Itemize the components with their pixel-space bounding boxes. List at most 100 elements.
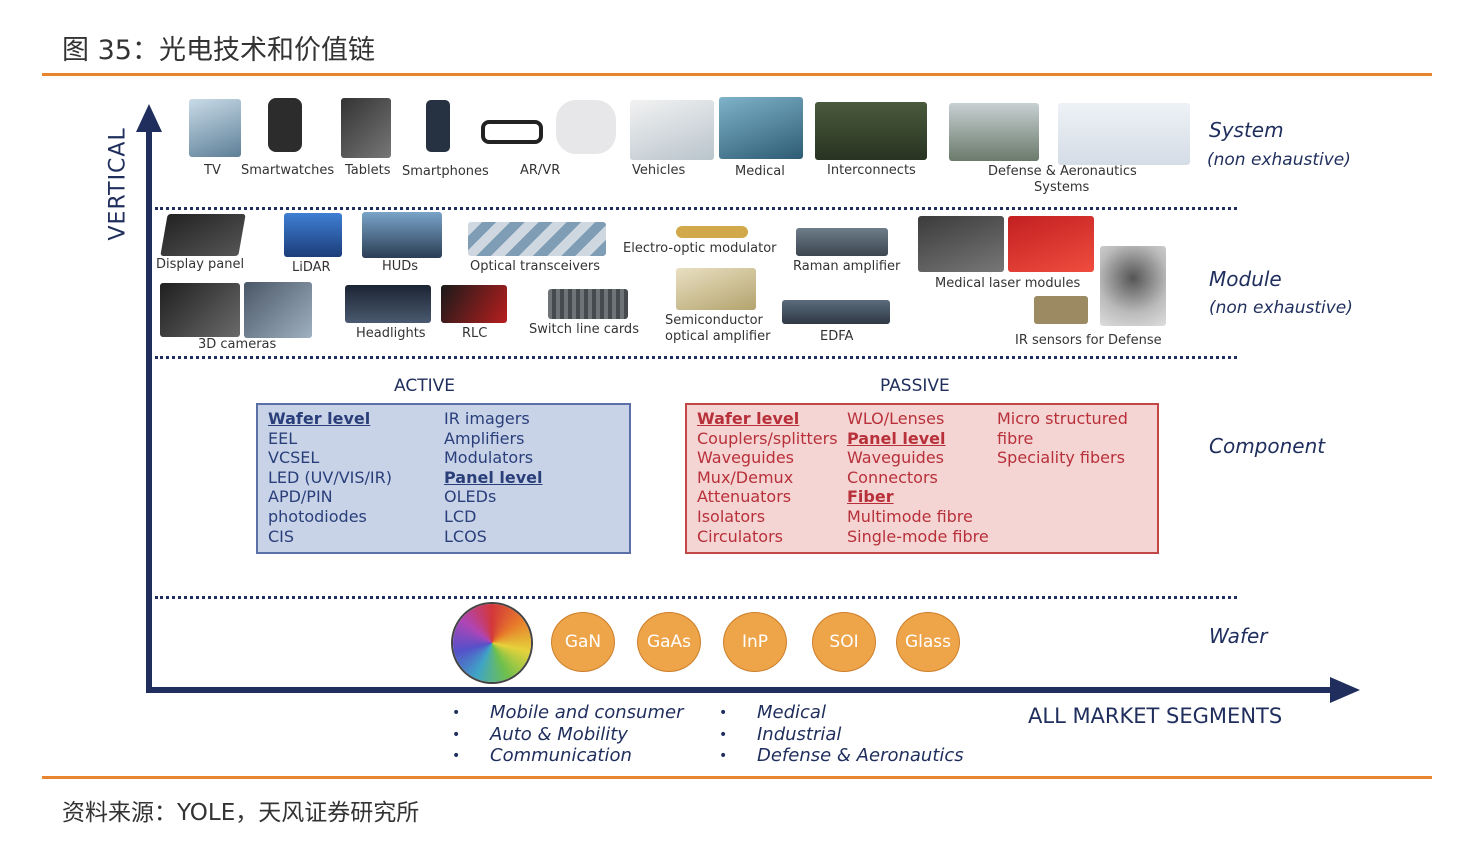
tablet-image <box>341 98 391 158</box>
3d-camera-image-2 <box>244 282 312 338</box>
passive-item: Speciality fibers <box>997 448 1125 468</box>
passive-item: Waveguides <box>847 448 944 468</box>
level-component: Component <box>1209 434 1326 458</box>
medical-image <box>719 97 803 159</box>
active-item: Amplifiers <box>444 428 525 448</box>
optical-transceivers-image <box>468 222 606 256</box>
module-label-semiconductor: Semiconductor <box>665 313 763 328</box>
active-components-box <box>256 403 631 554</box>
module-label-rlc: RLC <box>462 326 488 341</box>
interconnects-image <box>815 102 927 160</box>
passive-item: fibre <box>997 428 1034 448</box>
module-label-huds: HUDs <box>382 259 419 274</box>
aircraft-image <box>1058 103 1190 165</box>
defense-vehicle-image <box>949 103 1039 161</box>
separator-system-module <box>155 207 1237 210</box>
level-module-sub: (non exhaustive) <box>1209 298 1353 318</box>
medical-laser-image-2 <box>1008 216 1094 272</box>
passive-column-1: Wafer level Couplers/splitters Waveguide… <box>697 409 838 546</box>
lidar-image <box>284 213 342 257</box>
level-system: System <box>1209 118 1284 142</box>
active-item: LCD <box>444 506 477 526</box>
module-label-display-panel: Display panel <box>156 257 245 272</box>
passive-item: WLO/Lenses <box>847 409 945 428</box>
semiconductor-optical-amplifier-image <box>676 268 756 310</box>
headlights-image <box>345 285 431 323</box>
vertical-axis-arrow <box>136 104 162 132</box>
horizontal-axis <box>146 687 1336 693</box>
ir-binocular-image <box>1034 296 1088 324</box>
passive-item: Wafer level <box>697 409 800 428</box>
module-label-raman-amplifier: Raman amplifier <box>793 259 901 274</box>
wafer-image <box>453 604 531 682</box>
passive-column-3: Micro structured fibre Speciality fibers <box>997 409 1128 468</box>
wafer-chip-gan: GaN <box>551 612 615 672</box>
bullet: • <box>719 748 728 764</box>
system-label-smartphones: Smartphones <box>402 164 489 179</box>
wafer-chip-gaas: GaAs <box>637 612 701 672</box>
ir-sensor-turret-image <box>1100 246 1166 326</box>
active-item: EEL <box>268 428 298 448</box>
module-label-medical-laser-modules: Medical laser modules <box>935 276 1081 291</box>
active-item: LCOS <box>444 526 487 546</box>
active-item: Panel level <box>444 467 543 487</box>
bullet: • <box>719 727 728 743</box>
segment-medical: Medical <box>757 702 826 723</box>
module-label-optical-transceivers: Optical transceivers <box>470 259 601 274</box>
electro-optic-modulator-image <box>676 226 748 238</box>
wafer-chip-soi: SOI <box>812 612 876 672</box>
medical-laser-image-1 <box>918 216 1004 272</box>
system-label-systems: Systems <box>1034 180 1090 195</box>
active-title: ACTIVE <box>394 376 455 396</box>
passive-item: Waveguides <box>697 448 794 468</box>
segment-communication: Communication <box>490 745 632 766</box>
display-panel-image <box>160 214 246 256</box>
wafer-chip-glass: Glass <box>896 612 960 672</box>
level-wafer: Wafer <box>1209 624 1268 648</box>
passive-item: Attenuators <box>697 487 792 507</box>
rlc-image <box>441 285 507 323</box>
passive-item: Circulators <box>697 526 784 546</box>
system-label-tv: TV <box>204 163 221 178</box>
bullet: • <box>719 705 728 721</box>
separator-module-component <box>155 356 1237 359</box>
system-label-arvr: AR/VR <box>520 163 561 178</box>
active-item: Modulators <box>444 448 534 468</box>
bullet: • <box>452 748 461 764</box>
vr-headset-image <box>556 100 616 154</box>
module-label-lidar: LiDAR <box>292 260 331 275</box>
module-label-headlights: Headlights <box>356 326 426 341</box>
level-system-sub: (non exhaustive) <box>1207 150 1351 170</box>
horizontal-axis-label: ALL MARKET SEGMENTS <box>1028 704 1283 728</box>
passive-item: Connectors <box>847 467 938 487</box>
active-item: OLEDs <box>444 487 497 507</box>
level-module: Module <box>1209 267 1282 291</box>
active-item: CIS <box>268 526 295 546</box>
vertical-axis <box>146 128 152 693</box>
passive-item: Fiber <box>847 487 894 507</box>
separator-component-wafer <box>155 596 1237 599</box>
switch-line-cards-image <box>548 289 628 319</box>
bottom-rule <box>42 776 1432 779</box>
vehicle-image <box>630 100 714 160</box>
edfa-image <box>782 300 890 324</box>
segment-mobile-consumer: Mobile and consumer <box>490 702 684 723</box>
3d-camera-image-1 <box>160 283 240 337</box>
active-item: LED (UV/VIS/IR) <box>268 467 393 487</box>
module-label-switch-line-cards: Switch line cards <box>529 322 639 337</box>
smartwatch-image <box>268 98 302 152</box>
active-item: IR imagers <box>444 409 530 428</box>
module-label-ir-sensors: IR sensors for Defense <box>1015 333 1162 348</box>
passive-item: Single-mode fibre <box>847 526 989 546</box>
tv-image <box>189 99 241 157</box>
system-label-interconnects: Interconnects <box>827 163 916 178</box>
active-column-1: Wafer level EEL VCSEL LED (UV/VIS/IR) AP… <box>268 409 392 546</box>
bullet: • <box>452 705 461 721</box>
vertical-axis-label: VERTICAL <box>105 127 131 241</box>
passive-item: Micro structured <box>997 409 1128 428</box>
module-label-optical-amplifier: optical amplifier <box>665 329 771 344</box>
passive-item: Isolators <box>697 506 766 526</box>
hud-image <box>362 212 442 258</box>
wafer-chip-inp: InP <box>723 612 787 672</box>
active-item: Wafer level <box>268 409 371 428</box>
